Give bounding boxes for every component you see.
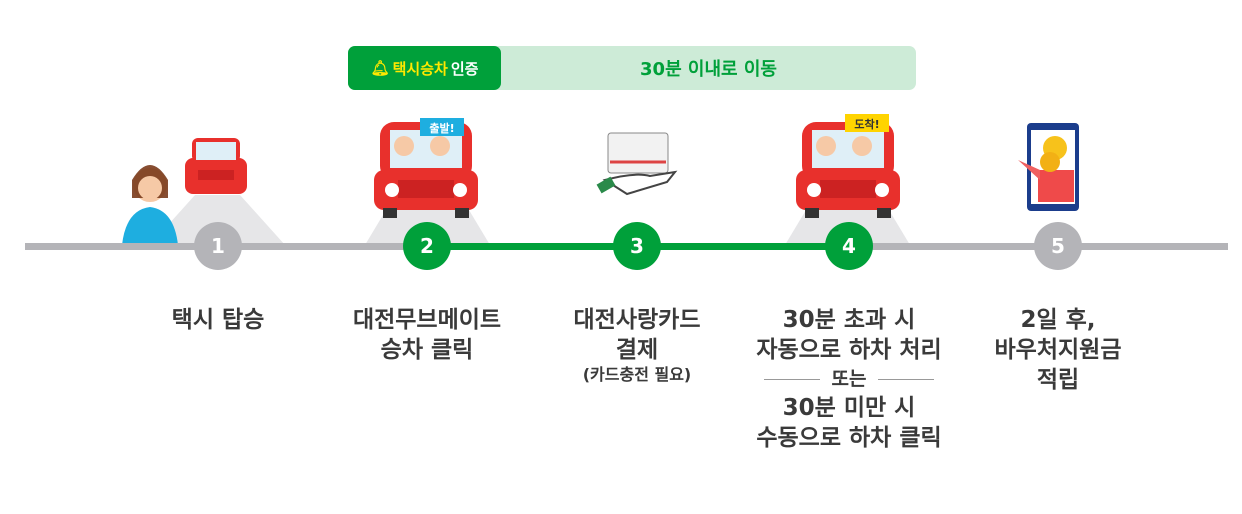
step-5-marker: 5 (1034, 222, 1082, 270)
arrival-flag: 도착! (854, 117, 879, 131)
step-1-marker: 1 (194, 222, 242, 270)
card-payment-illustration (596, 132, 678, 196)
illustrations: 출발! 도착! (122, 114, 1079, 245)
within-30min-text: 30분 이내로 이동 (640, 59, 777, 80)
arrival-taxi-illustration: 도착! (785, 114, 910, 245)
departure-flag: 출발! (429, 121, 454, 135)
card-charge-note: (카드충전 필요) (582, 365, 692, 384)
step-1-label: 택시 탑승 (171, 307, 265, 333)
taxi-auth-badge: 🔔︎ 택시승차 인증 (348, 46, 501, 90)
departure-taxi-illustration: 출발! (365, 118, 490, 245)
step-3-marker: 3 (613, 222, 661, 270)
step-4-marker: 4 (825, 222, 873, 270)
passenger-taxi-illustration (122, 138, 285, 245)
bell-icon: 🔔︎ (370, 59, 390, 77)
voucher-phone-illustration (1018, 123, 1079, 211)
step-2-marker: 2 (403, 222, 451, 270)
